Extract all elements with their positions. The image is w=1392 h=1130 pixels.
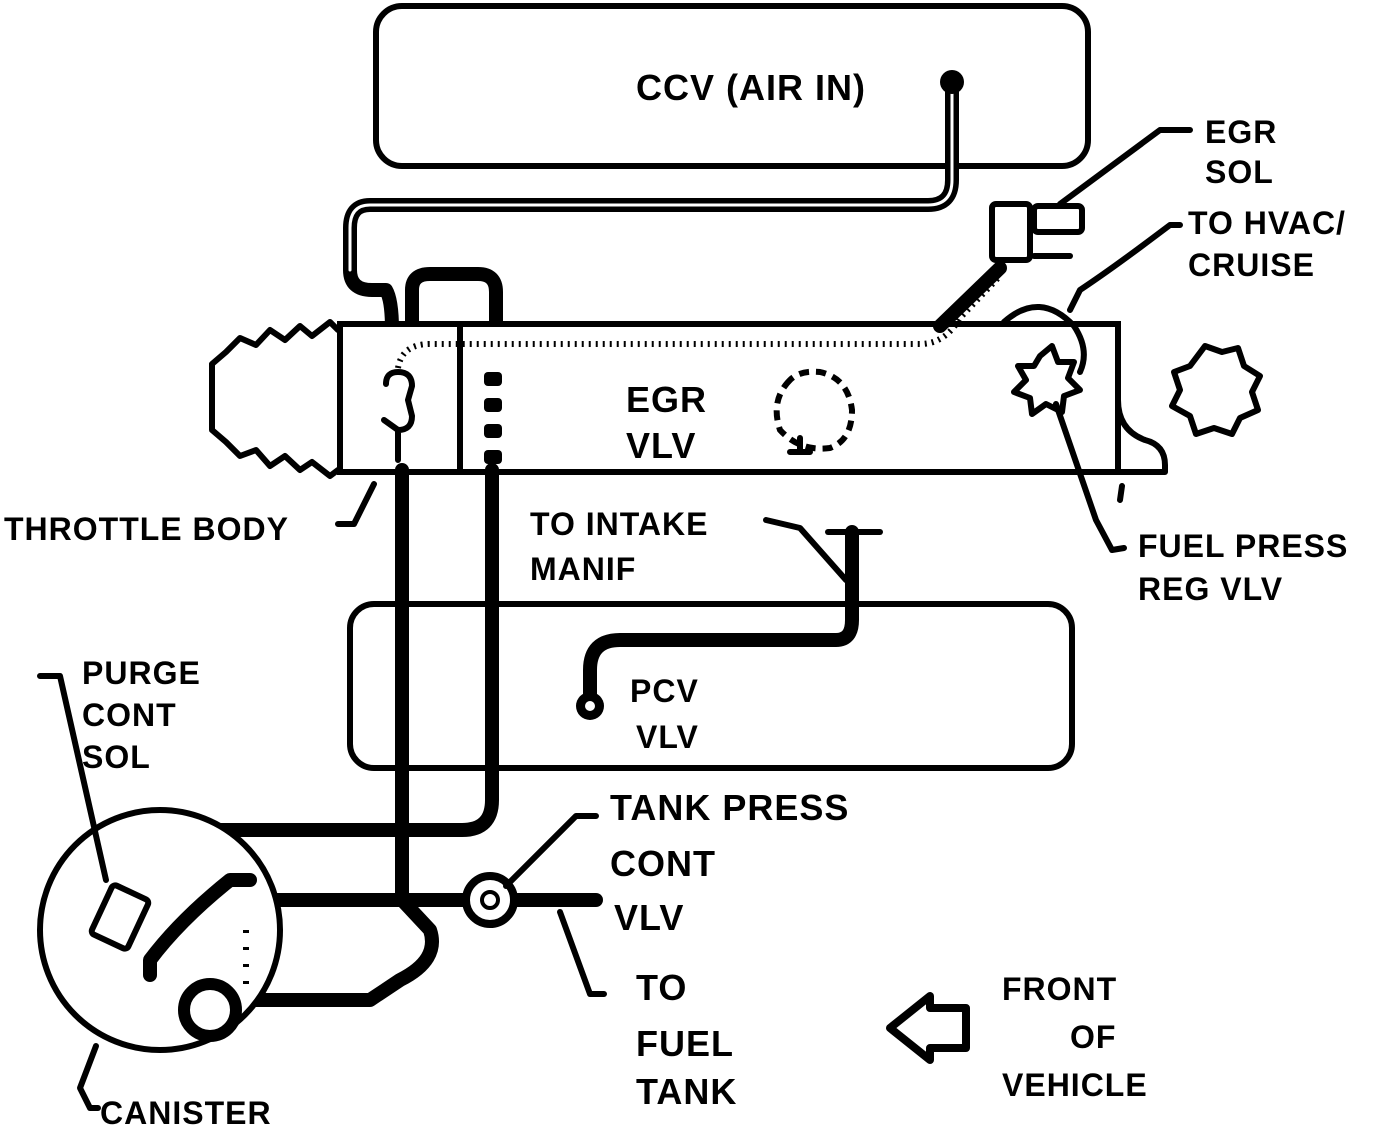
canister-inner-hose <box>143 873 257 982</box>
label-hvac-2: CRUISE <box>1188 247 1315 283</box>
leader-intake <box>763 517 849 583</box>
canister-port <box>178 978 242 1042</box>
intake-bellows <box>209 319 341 479</box>
throttle-ports <box>484 372 502 464</box>
label-tank-press-3: VLV <box>614 897 684 938</box>
fuel-press-reg-star <box>1011 343 1083 417</box>
label-intake-2: MANIF <box>530 551 636 587</box>
label-tank-press-2: CONT <box>610 843 716 884</box>
label-front-2: OF <box>1070 1019 1116 1055</box>
leader-canister <box>77 1043 101 1111</box>
label-canister: CANISTER <box>100 1095 272 1130</box>
valve-cover <box>347 601 1075 771</box>
purge-cont-sol <box>88 882 152 952</box>
hose-tb-to-canister-a <box>223 463 439 1007</box>
egr-valve-stem <box>787 435 813 455</box>
egr-valve-outline <box>773 368 856 452</box>
egr-sol-hose <box>933 261 1007 333</box>
label-pcv-2: VLV <box>636 719 699 755</box>
leader-tank-press <box>503 813 599 889</box>
pcv-hose <box>583 525 859 707</box>
label-egr-vlv-2: VLV <box>626 425 696 466</box>
leader-throttle <box>335 481 377 527</box>
label-purge-2: CONT <box>82 697 177 733</box>
label-pcv-1: PCV <box>630 673 699 709</box>
leader-fuel-tank <box>557 909 607 997</box>
throttle-body <box>337 321 1121 475</box>
leader-egr-vlv-tick <box>1117 483 1125 503</box>
label-front-3: VEHICLE <box>1002 1067 1148 1103</box>
label-fuel-tank-2: FUEL <box>636 1023 734 1064</box>
egr-solenoid <box>989 201 1085 263</box>
fuel-press-reg-arc <box>1001 304 1087 375</box>
gear-symbol <box>1169 343 1263 437</box>
label-fuel-press-2: REG VLV <box>1138 571 1283 607</box>
label-front-1: FRONT <box>1002 971 1117 1007</box>
label-purge-1: PURGE <box>82 655 201 691</box>
throttle-port-fitting <box>381 369 415 463</box>
label-fuel-tank-1: TO <box>636 967 687 1008</box>
label-purge-3: SOL <box>82 739 151 775</box>
label-throttle-body: THROTTLE BODY <box>4 511 289 547</box>
label-tank-press-1: TANK PRESS <box>610 787 849 828</box>
front-arrow <box>886 992 970 1064</box>
label-ccv: CCV (AIR IN) <box>636 67 866 108</box>
leader-egr-sol <box>1057 127 1193 207</box>
leader-hvac <box>1067 222 1183 313</box>
label-fuel-press-1: FUEL PRESS <box>1138 528 1348 564</box>
label-egr-sol-1: EGR <box>1205 114 1277 150</box>
label-hvac-1: TO HVAC/ <box>1188 205 1346 241</box>
ccv-hose-inner <box>348 82 954 272</box>
air-cleaner-housing <box>373 3 1091 169</box>
internal-vacuum-passage <box>395 273 1003 369</box>
label-fuel-tank-3: TANK <box>636 1071 737 1112</box>
ccv-fitting <box>940 70 964 94</box>
label-egr-sol-2: SOL <box>1205 154 1274 190</box>
egr-loop-hose <box>405 267 503 337</box>
throttle-body-right-extension <box>997 323 1168 475</box>
leader-purge <box>37 673 109 883</box>
label-intake-1: TO INTAKE <box>530 506 708 542</box>
label-egr-vlv-1: EGR <box>626 379 707 420</box>
leader-fuel-press <box>1053 401 1127 553</box>
